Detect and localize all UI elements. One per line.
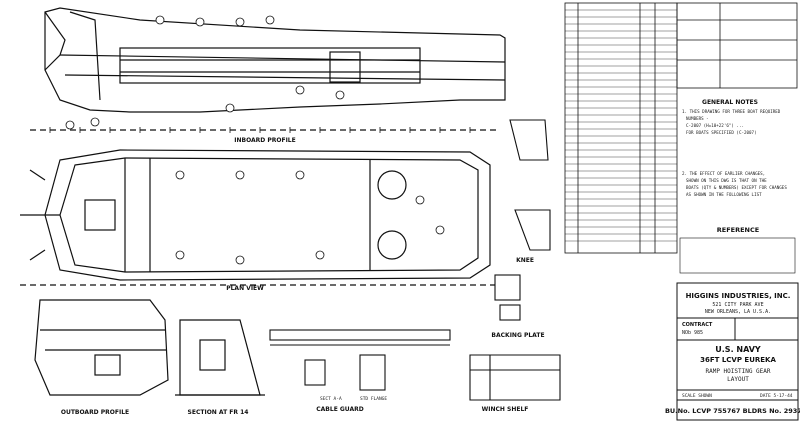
company-address-1: 521 CITY PARK AVE xyxy=(712,302,763,308)
boat-label: 36FT LCVP EUREKA xyxy=(700,356,776,364)
plan-view-title: PLAN VIEW xyxy=(226,285,264,292)
note-line: BOATS (QTY & NUMBERS) EXCEPT FOR CHANGES xyxy=(686,185,787,190)
outboard-profile-view xyxy=(34,299,169,396)
cable-guard-view xyxy=(269,329,451,391)
date-label: DATE 5-17-44 xyxy=(760,393,793,399)
revision-table xyxy=(676,2,798,89)
frame-stations-profile xyxy=(49,127,471,133)
inboard-profile-title: INBOARD PROFILE xyxy=(234,137,295,144)
note-line: AS SHOWN IN THE FOLLOWING LIST xyxy=(686,192,762,197)
outboard-profile-title: OUTBOARD PROFILE xyxy=(61,409,129,416)
drawing-number: BU.No. LCVP 755767 BLDRS No. 2937-6 xyxy=(665,407,800,415)
notes-title: GENERAL NOTES xyxy=(702,99,758,106)
note-line: 2. THE EFFECT OF EARLIER CHANGES, xyxy=(682,171,765,176)
contract-label: CONTRACT xyxy=(682,322,713,328)
general-notes: 1. THIS DRAWING FOR THREE BOAT REQUIRED … xyxy=(682,109,787,197)
reference-title: REFERENCE xyxy=(717,226,759,234)
section-view xyxy=(175,319,265,396)
note-line: NUMBERS - xyxy=(686,116,709,121)
note-line: C-2007 (H=10+22'6") ... xyxy=(686,123,744,128)
winch-shelf-title: WINCH SHELF xyxy=(482,406,529,413)
backing-plate-view xyxy=(494,274,521,321)
std-flange-label: STD FLANGE xyxy=(360,396,387,402)
section-title: SECTION AT FR 14 xyxy=(188,409,249,416)
note-line: FOR BOATS SPECIFIED (C-2007) xyxy=(686,130,757,135)
drawing-title-1: RAMP HOISTING GEAR xyxy=(705,368,770,375)
company-name: HIGGINS INDUSTRIES, INC. xyxy=(686,292,791,300)
callout-balloons xyxy=(65,15,445,265)
navy-label: U.S. NAVY xyxy=(715,345,761,354)
parts-list-table xyxy=(564,2,678,254)
reference-table xyxy=(679,237,796,274)
company-address-2: NEW ORLEANS, LA U.S.A. xyxy=(705,309,771,315)
inboard-profile-view xyxy=(30,7,506,131)
note-line: 1. THIS DRAWING FOR THREE BOAT REQUIRED xyxy=(682,109,781,114)
knee-title: KNEE xyxy=(516,257,534,264)
backing-plate-title: BACKING PLATE xyxy=(491,332,544,339)
sect-aa-label: SECT A-A xyxy=(320,396,342,402)
note-line: SHOWN ON THIS DWG IS THAT ON THE xyxy=(686,178,767,183)
scale-label: SCALE SHOWN xyxy=(682,393,712,399)
knee-view xyxy=(509,119,551,251)
contract-number: NOb 985 xyxy=(682,330,703,336)
parts-list-rows xyxy=(565,9,677,242)
cable-guard-title: CABLE GUARD xyxy=(316,406,364,413)
winch-shelf-view xyxy=(469,354,561,401)
plan-view xyxy=(20,149,495,286)
drawing-title-2: LAYOUT xyxy=(727,376,749,383)
title-block xyxy=(676,282,799,421)
